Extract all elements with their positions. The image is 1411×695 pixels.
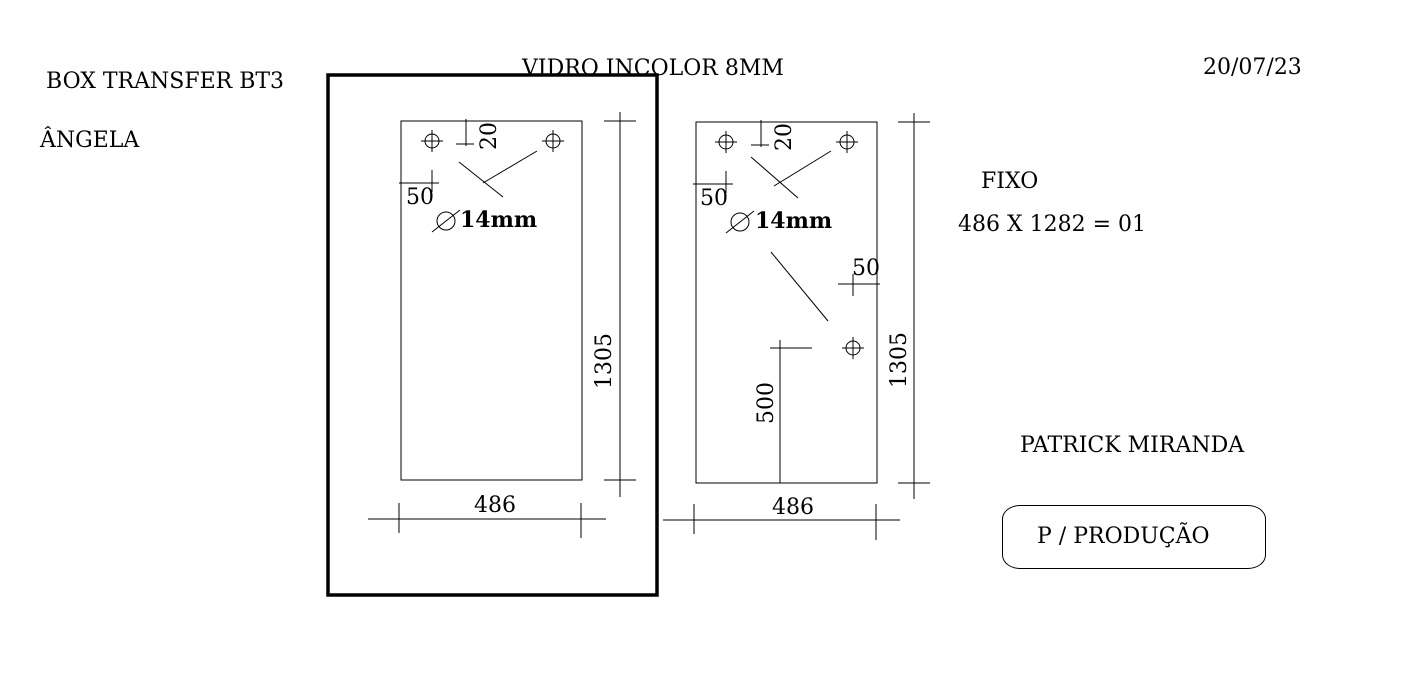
dim-width-right: 486 bbox=[772, 495, 814, 520]
hole-icon bbox=[421, 130, 443, 152]
project-title: BOX TRANSFER BT3 bbox=[46, 69, 285, 94]
dim-side-left: 50 bbox=[406, 185, 434, 210]
dim-side-hole-offset: 50 bbox=[852, 256, 880, 281]
dim-height-left: 1305 bbox=[592, 333, 617, 389]
dim-diameter-right: 14mm bbox=[755, 208, 832, 234]
dim-side-hole-height: 500 bbox=[754, 382, 779, 424]
production-stamp bbox=[1002, 505, 1266, 569]
glass-type-label: FIXO bbox=[981, 169, 1039, 194]
dim-width-left: 486 bbox=[474, 493, 516, 518]
hole-icon bbox=[715, 131, 737, 153]
dim-top-left: 20 bbox=[477, 122, 502, 150]
date-label: 20/07/23 bbox=[1203, 55, 1302, 80]
author-name: PATRICK MIRANDA bbox=[1020, 433, 1245, 458]
dim-side-right: 50 bbox=[700, 186, 728, 211]
glass-outline-left bbox=[400, 120, 583, 481]
dim-height-right: 1305 bbox=[887, 332, 912, 388]
hole-icon bbox=[836, 131, 858, 153]
production-stamp-label: P / PRODUÇÃO bbox=[1037, 524, 1210, 549]
hole-icon bbox=[542, 130, 564, 152]
selection-frame bbox=[326, 73, 659, 597]
dimensions-label: 486 X 1282 = 01 bbox=[958, 212, 1147, 237]
dim-top-right: 20 bbox=[772, 123, 797, 151]
panel-right bbox=[663, 113, 930, 540]
client-name: ÂNGELA bbox=[40, 128, 140, 153]
dim-diameter-left: 14mm bbox=[460, 207, 537, 233]
panel-left bbox=[368, 112, 636, 538]
hole-icon bbox=[842, 337, 864, 359]
glass-outline-right bbox=[695, 121, 878, 484]
